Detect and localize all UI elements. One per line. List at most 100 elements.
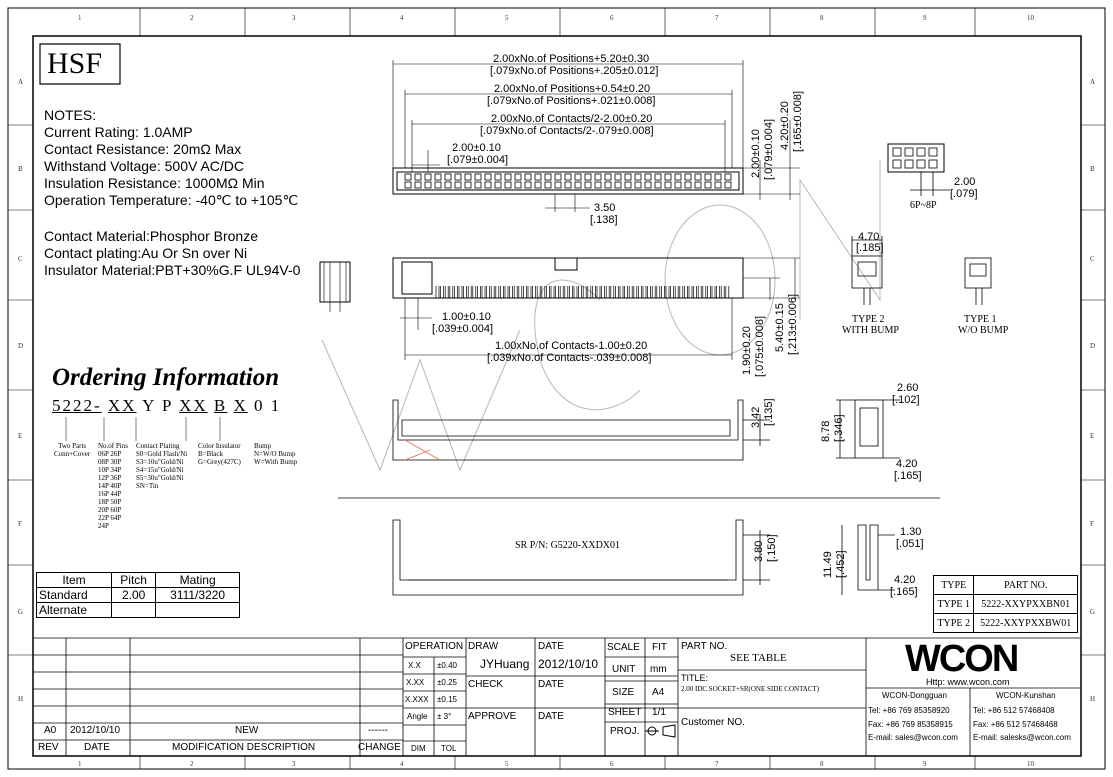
pin-cell [614, 173, 622, 181]
contact-pin [463, 286, 467, 299]
contact-pin [518, 286, 523, 299]
contact-pin [605, 286, 610, 299]
pin-cell [484, 173, 492, 181]
pin-cell [584, 181, 592, 189]
contact-pin [578, 286, 582, 299]
zone-label: G [18, 608, 24, 616]
ordering-leaders [65, 417, 221, 441]
contact-pin [550, 286, 555, 299]
tol-dim: X.XXX [405, 695, 429, 704]
pin-cell [464, 181, 472, 189]
pin-cell [584, 173, 592, 181]
note-withstand-voltage: Withstand Voltage: 500V AC/DC [44, 158, 244, 174]
company-ks-fax: Fax: +86 512 57468468 [973, 720, 1058, 729]
code-part: XX [179, 396, 208, 415]
pin-cell [534, 173, 542, 181]
pin-cell [704, 181, 712, 189]
contact-pin [458, 286, 463, 299]
note-current-rating: Current Rating: 1.0AMP [44, 124, 193, 140]
list-item: G=Grey(427C) [198, 458, 241, 466]
contact-pin [582, 286, 587, 299]
pin-cell [574, 181, 582, 189]
type1-label: TYPE 1 [964, 314, 997, 325]
sheet-label: SHEET [608, 707, 642, 718]
size-value: A4 [652, 687, 665, 698]
contact-pin [555, 286, 559, 299]
dim-text: 2.00 [954, 176, 976, 188]
dim-text: 4.70 [858, 231, 880, 243]
contact-pin [702, 286, 707, 299]
zone-label: A [18, 78, 24, 86]
zone-label: C [18, 255, 23, 263]
hsf-logo: HSF [47, 47, 103, 80]
pin-cell [414, 173, 422, 181]
rev-date-label: DATE [84, 742, 110, 753]
dim-text: [.165] [890, 586, 918, 598]
contact-pin [670, 286, 674, 299]
dim-text: [.079xNo.of Contacts/2-.079±0.008] [480, 125, 654, 137]
company-dg-fax: Fax: +86 769 85358915 [868, 720, 953, 729]
part-no-label: PART NO. [681, 641, 728, 652]
type-cell: TYPE 2 [932, 613, 975, 633]
title-label: TITLE: [681, 673, 709, 683]
code-part: 1 [270, 396, 282, 415]
zone-label: 4 [400, 14, 404, 22]
company-dg-mail: E-mail: sales@wcon.com [868, 733, 958, 742]
company-website: Http: www.wcon.com [926, 677, 1010, 687]
contact-pin [435, 286, 440, 299]
dim-text: [.185] [856, 242, 884, 254]
contact-pin [559, 286, 564, 299]
dim-text: [.079xNo.of Positions+.021±0.008] [487, 95, 656, 107]
dim-label: DIM [411, 744, 426, 753]
contact-pin [527, 286, 532, 299]
pin-cell [564, 173, 572, 181]
pin-cell [594, 173, 602, 181]
type-table: TYPE PART NO. TYPE 1 5222-XXYPXXBN01 TYP… [932, 575, 1078, 633]
wo-bump-label: W/O BUMP [958, 325, 1009, 336]
contact-pin [504, 286, 509, 299]
contact-pin [711, 286, 716, 299]
list-item: 20P 60P [98, 506, 122, 514]
pitch-cell [155, 602, 240, 618]
contact-pin [486, 286, 490, 299]
draw-label: DRAW [468, 641, 499, 652]
pin-cell [694, 181, 702, 189]
dim-text: 1.30 [900, 526, 922, 538]
ordering-code: 5222- XX Y P XX B X 0 1 [52, 396, 281, 416]
note-insulation-resistance: Insulation Resistance: 1000MΩ Min [44, 175, 265, 191]
pin-cell [624, 173, 632, 181]
list-item: S4=15u"Gold/Ni [136, 466, 184, 474]
dim-text: [.138] [590, 214, 618, 226]
bump-title: Bump [254, 442, 272, 450]
list-item: 06P 26P [98, 450, 122, 458]
pin-cell [674, 173, 682, 181]
zone-label: H [1090, 695, 1096, 703]
contact-pin [481, 286, 486, 299]
pin-cell [704, 173, 712, 181]
dim-text: 2.00xNo.of Positions+5.20±0.30 [493, 53, 650, 65]
note-contact-plating: Contact plating:Au Or Sn over Ni [44, 245, 248, 261]
ordering-title: Ordering Information [52, 364, 280, 391]
pitch-cell: 3111/3220 [155, 587, 240, 603]
dim-text: 2.00xNo.of Positions+0.54±0.20 [494, 83, 651, 95]
pitch-header: Pitch [110, 572, 157, 588]
sr-part-number: SR P/N: G5220-XXDX01 [515, 540, 621, 551]
zone-label: 9 [923, 14, 927, 22]
contact-pin [624, 286, 628, 299]
contact-pin [596, 286, 601, 299]
dim-text: 4.20 [894, 574, 916, 586]
pin-cell [664, 173, 672, 181]
date-value: 2012/10/10 [538, 657, 599, 671]
pin-cell [574, 173, 582, 181]
contact-pin [523, 286, 527, 299]
dim-text: [.079±0.004] [447, 154, 509, 166]
code-part: P [162, 396, 173, 415]
scale-value: FIT [652, 642, 667, 653]
date-label: DATE [538, 641, 564, 652]
contact-pin [569, 286, 573, 299]
pin-cell [604, 173, 612, 181]
dim-text: 2.60 [897, 382, 919, 394]
